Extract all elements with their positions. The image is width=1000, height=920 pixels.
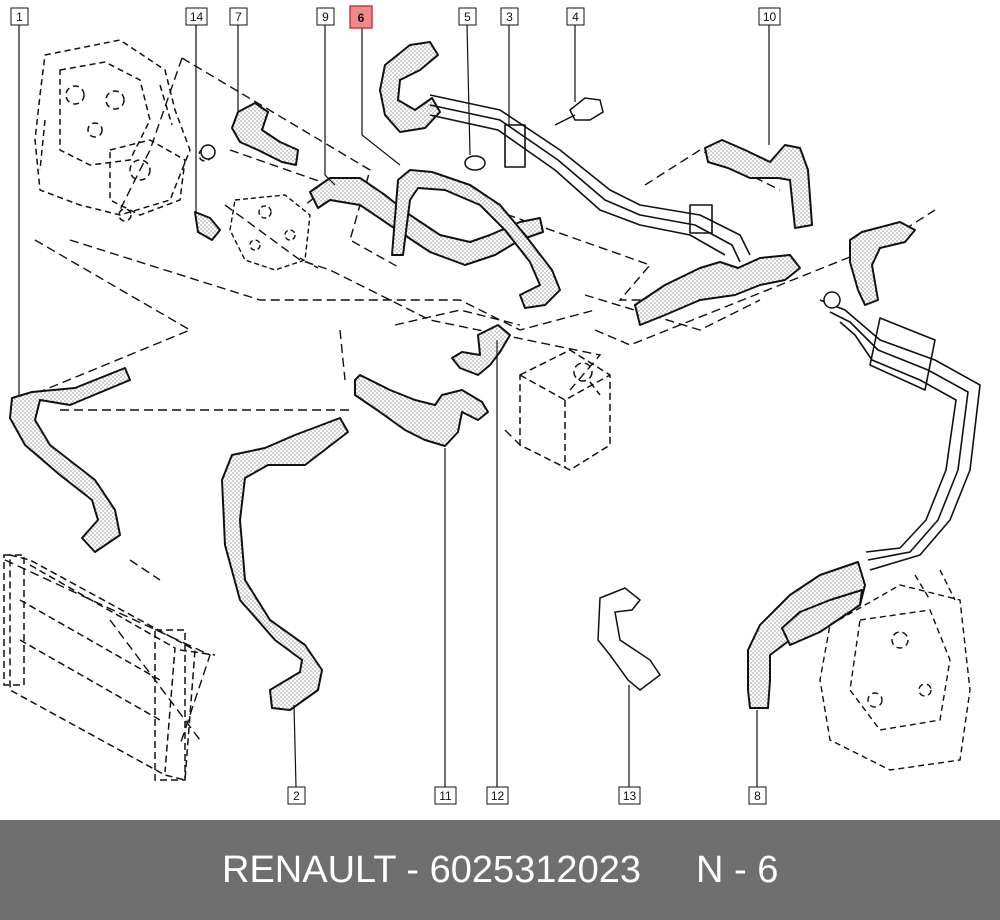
svg-text:4: 4 <box>572 10 579 24</box>
callout-2[interactable]: 2 <box>287 786 306 805</box>
engine-block <box>34 39 212 222</box>
radiator <box>3 554 216 781</box>
thermostat-housing <box>229 194 319 271</box>
svg-text:8: 8 <box>754 789 761 803</box>
callout-1[interactable]: 1 <box>10 7 29 26</box>
svg-text:6: 6 <box>358 11 365 25</box>
callout-14[interactable]: 14 <box>185 7 208 26</box>
callout-12[interactable]: 12 <box>486 786 509 805</box>
callout-5[interactable]: 5 <box>458 7 477 26</box>
callout-13[interactable]: 13 <box>618 786 641 805</box>
svg-text:7: 7 <box>235 10 242 24</box>
metal-pipes <box>429 94 981 571</box>
hose-10 <box>704 139 813 229</box>
hose-6 <box>391 169 561 309</box>
fittings <box>200 97 841 691</box>
hose-11 <box>354 374 489 447</box>
hose-mid-cluster <box>634 254 801 326</box>
svg-text:14: 14 <box>190 10 204 24</box>
callout-9[interactable]: 9 <box>316 7 335 26</box>
hose-9 <box>309 177 544 266</box>
hose-8b <box>781 589 863 646</box>
callouts: 1 2 3 4 5 6 7 8 9 10 11 12 13 14 <box>10 5 781 805</box>
svg-text:1: 1 <box>16 10 23 24</box>
svg-text:5: 5 <box>464 10 471 24</box>
svg-text:12: 12 <box>491 789 505 803</box>
svg-text:2: 2 <box>293 789 300 803</box>
svg-text:13: 13 <box>623 789 637 803</box>
callout-10[interactable]: 10 <box>758 7 781 26</box>
part-number-label: RENAULT - 6025312023 <box>222 849 641 891</box>
hose-12 <box>451 324 511 376</box>
callout-4[interactable]: 4 <box>566 7 585 26</box>
svg-text:10: 10 <box>763 10 777 24</box>
clip-5 <box>464 155 486 171</box>
expansion-tank <box>519 349 611 471</box>
hose-1 <box>9 367 131 553</box>
bracket-13 <box>597 587 662 691</box>
hose-14 <box>194 211 221 241</box>
fitting-right <box>823 291 841 309</box>
callout-11[interactable]: 11 <box>434 786 457 805</box>
svg-text:9: 9 <box>322 10 329 24</box>
hose-7 <box>231 102 299 166</box>
hose-2 <box>221 417 349 711</box>
svg-text:11: 11 <box>439 789 452 803</box>
svg-text:3: 3 <box>506 10 513 24</box>
hose-right-upper <box>849 221 916 306</box>
callout-reference-label: N - 6 <box>696 849 779 891</box>
hoses <box>9 41 916 711</box>
hose-top-cluster <box>379 41 441 133</box>
hose-diagram: 1 2 3 4 5 6 7 8 9 10 11 12 13 14 <box>3 5 981 805</box>
callout-6[interactable]: 6 <box>349 5 373 29</box>
leader-lines <box>18 24 770 788</box>
heater-unit <box>819 569 971 771</box>
callout-3[interactable]: 3 <box>500 7 519 26</box>
footer-bar: RENAULT - 6025312023 N - 6 <box>0 820 1000 920</box>
bolt-4 <box>569 97 604 121</box>
callout-7[interactable]: 7 <box>229 7 248 26</box>
callout-8[interactable]: 8 <box>748 786 767 805</box>
